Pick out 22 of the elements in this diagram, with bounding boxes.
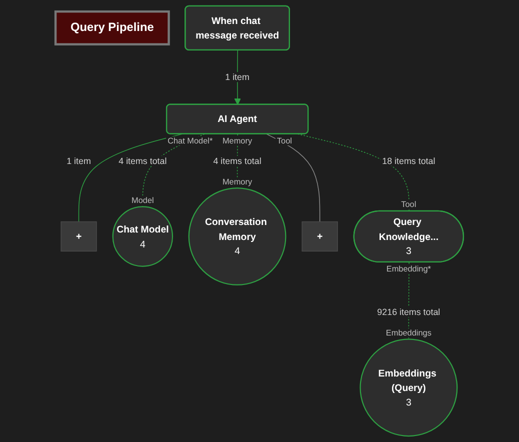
node-box: + [302, 221, 338, 252]
port-label: Chat Model* [168, 136, 213, 146]
port-label: Model [132, 196, 154, 205]
edge-label: 9216 items total [377, 307, 440, 318]
edge-label: 4 items total [213, 156, 262, 166]
port-label: Embedding* [386, 264, 431, 274]
node-circle: Embeddings (Query) 3 [360, 338, 458, 437]
port-label: Memory [222, 136, 252, 146]
node-circle: Conversation Memory 4 [188, 187, 286, 286]
port-label: Tool [276, 136, 292, 146]
port-label: Memory [222, 177, 252, 186]
node-box: + [60, 221, 97, 252]
edge-label: 1 item [225, 72, 250, 82]
node-box: Query Pipeline [54, 10, 170, 46]
connector [266, 134, 320, 222]
port-label: Embeddings [386, 328, 432, 338]
port-label: Tool [401, 200, 416, 210]
connector [78, 134, 182, 222]
edge-label: 1 item [66, 156, 91, 166]
node-circle: Chat Model 4 [112, 206, 174, 267]
edge-label: 18 items total [382, 156, 436, 166]
edge-label: 4 items total [118, 156, 167, 166]
